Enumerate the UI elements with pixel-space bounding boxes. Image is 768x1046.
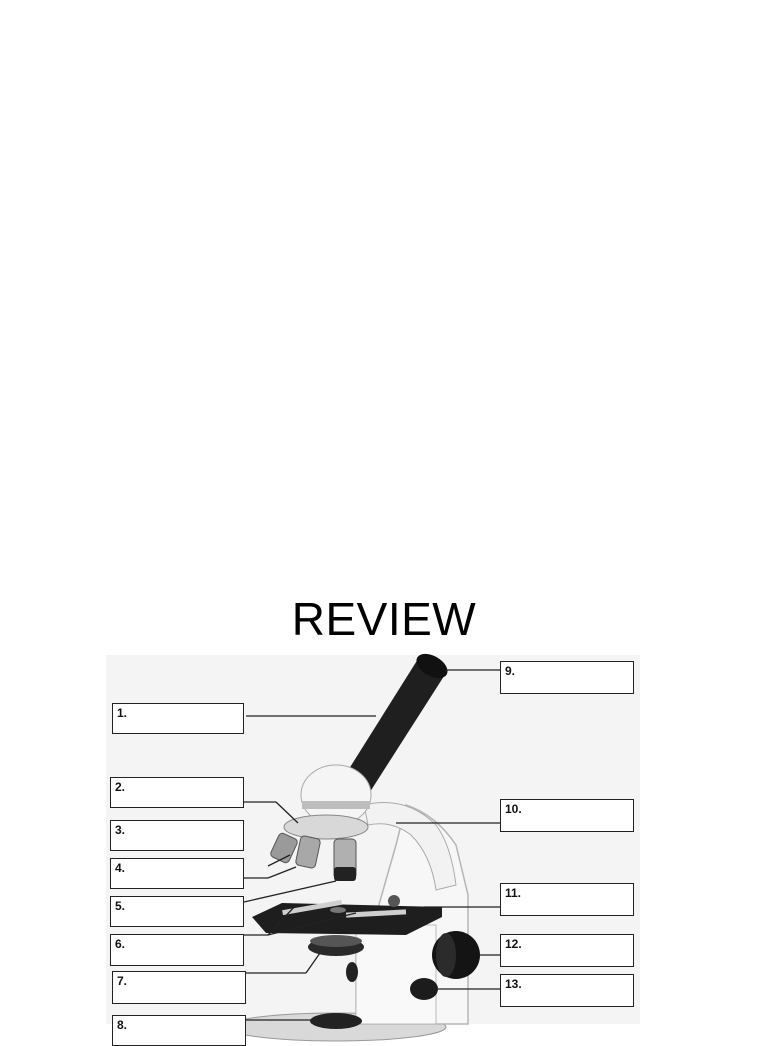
label-number: 5.	[115, 899, 126, 913]
label-box-3[interactable]: 3.	[110, 820, 244, 851]
label-box-10[interactable]: 10.	[500, 799, 634, 832]
label-number: 12.	[505, 937, 522, 951]
label-box-5[interactable]: 5.	[110, 896, 244, 927]
label-box-12[interactable]: 12.	[500, 934, 634, 967]
label-number: 3.	[115, 823, 126, 837]
microscope-diagram: 1. 2. 3. 4. 5. 6. 7. 8. 9. 10. 11. 12. 1…	[106, 653, 640, 1046]
label-number: 1.	[117, 706, 128, 720]
label-box-13[interactable]: 13.	[500, 974, 634, 1007]
label-box-6[interactable]: 6.	[110, 934, 244, 966]
label-box-9[interactable]: 9.	[500, 661, 634, 694]
label-number: 10.	[505, 802, 522, 816]
label-box-11[interactable]: 11.	[500, 883, 634, 916]
label-number: 2.	[115, 780, 126, 794]
microscope-illustration	[225, 653, 500, 1042]
label-box-8[interactable]: 8.	[112, 1015, 246, 1046]
label-number: 4.	[115, 861, 126, 875]
label-number: 9.	[505, 664, 516, 678]
label-number: 6.	[115, 937, 126, 951]
label-number: 7.	[117, 974, 128, 988]
label-box-2[interactable]: 2.	[110, 777, 244, 808]
label-number: 13.	[505, 977, 522, 991]
label-box-4[interactable]: 4.	[110, 858, 244, 889]
label-box-7[interactable]: 7.	[112, 971, 246, 1004]
label-number: 8.	[117, 1018, 128, 1032]
label-number: 11.	[505, 886, 522, 900]
label-box-1[interactable]: 1.	[112, 703, 244, 734]
page-title: REVIEW	[291, 593, 477, 645]
